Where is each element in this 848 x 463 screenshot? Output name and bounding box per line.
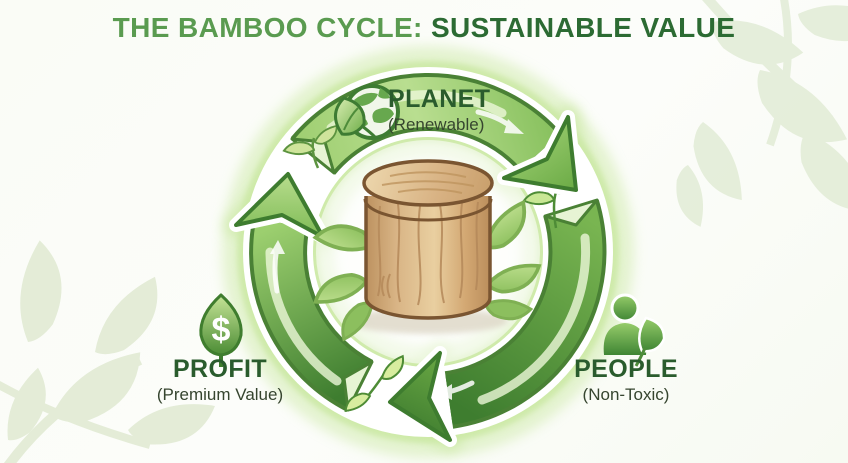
container-body <box>364 196 492 320</box>
container-lid <box>362 159 494 207</box>
flow-direction-arrows <box>270 109 524 400</box>
background-leaf-watermark-top-right <box>669 0 848 227</box>
arrowheads <box>229 110 583 447</box>
lid-rim <box>363 198 493 222</box>
sprout-on-profit-arc <box>342 355 411 412</box>
globe-leaf <box>334 96 366 136</box>
title-light-part: THE BAMBOO CYCLE: <box>112 12 431 43</box>
background-leaf-watermark-bottom-left <box>0 240 216 463</box>
arrowhead-people-to-profit <box>388 351 452 442</box>
arc-people <box>444 200 603 425</box>
page-title: THE BAMBOO CYCLE: SUSTAINABLE VALUE <box>0 12 848 44</box>
arrowhead-planet-to-people <box>502 115 578 192</box>
people-label-text: PEOPLE <box>574 355 678 383</box>
dollar-glyph: $ <box>212 311 231 349</box>
planet-sublabel-text: (Renewable) <box>388 114 485 134</box>
profit-sublabel-text: (Premium Value) <box>156 384 284 404</box>
sprout-on-people-arc <box>522 172 583 229</box>
title-dark-part: SUSTAINABLE VALUE <box>430 12 736 43</box>
leaf-dollar-icon: $ <box>199 293 243 367</box>
globe-leaf-icon <box>334 84 400 140</box>
profit-node-label: PROFIT (Premium Value) <box>100 355 340 404</box>
profit-label-text: PROFIT <box>172 355 268 383</box>
planet-label-text: PLANET <box>388 85 491 113</box>
person-leaf-icon <box>603 293 666 367</box>
sprout-on-planet-arc <box>282 124 342 169</box>
lid-grain <box>381 171 475 194</box>
people-node-label: PEOPLE (Non-Toxic) <box>506 355 746 404</box>
people-sublabel-text: (Non-Toxic) <box>582 384 670 404</box>
planet-node-label: PLANET (Renewable) <box>388 85 491 134</box>
arrowhead-profit-to-planet <box>234 172 325 239</box>
bamboo-container <box>362 159 494 320</box>
wood-grain <box>377 201 479 306</box>
